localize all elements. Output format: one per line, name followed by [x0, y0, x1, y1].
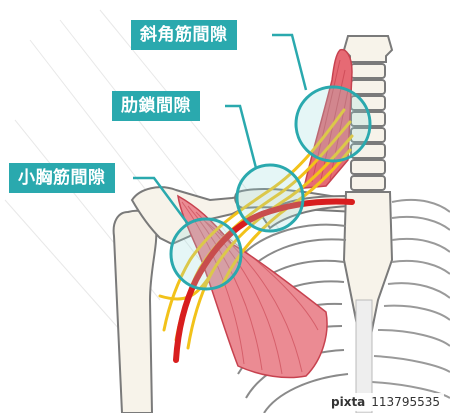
costoclavicular-gap-circle: [235, 163, 305, 233]
scalene-gap-label: 斜角筋間隙: [131, 20, 237, 50]
cervical-spine: [342, 35, 394, 191]
pectoralis-minor-gap-circle: [169, 217, 243, 291]
humerus-bone: [112, 209, 158, 414]
subclavian-artery: [173, 198, 355, 363]
leader-lines: [133, 33, 308, 225]
watermark: pixta 113795535: [327, 393, 444, 411]
costoclavicular-gap-label: 肋鎖間隙: [112, 91, 200, 121]
watermark-id: 113795535: [371, 395, 440, 409]
pectoralis-minor-gap-label: 小胸筋間隙: [9, 163, 115, 193]
watermark-brand: pixta: [331, 395, 366, 409]
ribs-right: [371, 198, 450, 399]
scalene-gap-circle: [294, 85, 372, 163]
